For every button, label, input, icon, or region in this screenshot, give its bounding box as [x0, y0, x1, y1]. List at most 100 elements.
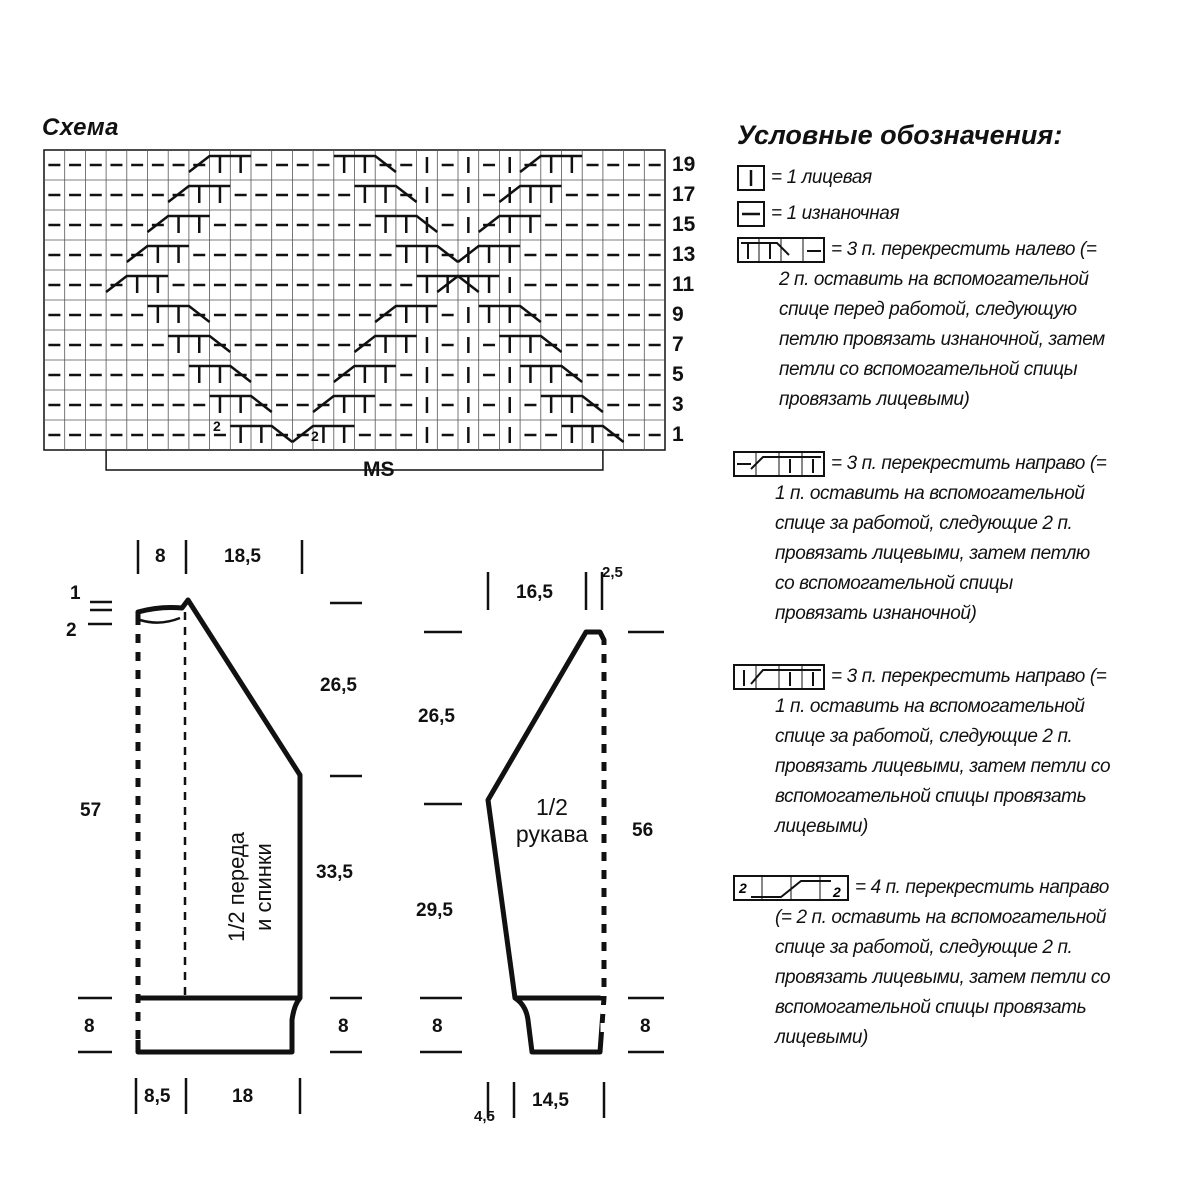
- body-dim-neck-2: 2: [66, 620, 77, 641]
- cable-cross-mark: [105, 274, 169, 293]
- body-dim-band-right: 8: [338, 1016, 349, 1037]
- cross-count-left: 2: [213, 418, 221, 434]
- legend-cross-3-right-knit-line-1: = 3 п. перекрестить направо (=: [831, 666, 1107, 687]
- legend-cross-3-right-knit-line-5: вспомогательной спицы провязать: [775, 786, 1087, 807]
- cross-3-right-purl-icon: [733, 450, 825, 477]
- sleeve-dim-right-height: 56: [632, 820, 654, 841]
- cable-cross-mark: [230, 424, 294, 443]
- cable-cross-mark: [188, 364, 252, 383]
- row-number: 11: [672, 273, 695, 296]
- cable-cross-mark: [477, 214, 541, 233]
- legend-cross-4-right-line-5: вспомогательной спицы провязать: [775, 997, 1087, 1018]
- cable-cross-mark: [146, 214, 210, 233]
- cable-cross-mark: [126, 244, 189, 263]
- sleeve-dim-bottom-small: 4,5: [474, 1108, 495, 1125]
- legend-cross-3-right-purl-line-5: со вспомогательной спицы: [775, 573, 1013, 594]
- legend-knit: = 1 лицевая: [737, 163, 872, 193]
- body-label-line-2: и спинки: [251, 843, 276, 931]
- body-dim-bottom-left: 8,5: [144, 1086, 171, 1107]
- body-dim-bottom-right: 18: [232, 1086, 254, 1107]
- row-number: 13: [672, 243, 696, 266]
- legend-cross-3-left: = 3 п. перекрестить налево (= 2 п. остав…: [737, 235, 1105, 415]
- cable-cross-mark: [333, 364, 396, 383]
- sleeve-dim-lower: 29,5: [416, 900, 453, 921]
- sleeve-dim-top-small: 2,5: [602, 564, 623, 581]
- body-dim-raglan: 26,5: [320, 675, 357, 696]
- sleeve-label-line-1: 1/2: [536, 794, 568, 820]
- legend-cross-3-left-line-5: петли со вспомогательной спицы: [779, 359, 1078, 380]
- legend-cross-3-right-purl-line-6: провязать изнаночной): [775, 603, 977, 624]
- purl-stitch-icon: [737, 200, 765, 227]
- cable-cross-mark: [167, 184, 231, 203]
- cable-cross-mark: [499, 334, 563, 353]
- sleeve-label: 1/2 рукава: [502, 794, 602, 848]
- cable-cross-mark: [520, 364, 583, 383]
- repeat-label: MS: [363, 458, 395, 481]
- row-number: 7: [672, 333, 684, 356]
- cable-cross-mark: [561, 424, 625, 443]
- legend-cross-4-right-line-2: (= 2 п. оставить на вспомогательной: [775, 907, 1107, 928]
- legend-cross-3-right-purl-line-1: = 3 п. перекрестить направо (=: [831, 453, 1107, 474]
- sleeve-dim-band-right: 8: [640, 1016, 651, 1037]
- row-number: 9: [672, 303, 684, 326]
- row-number: 19: [672, 153, 696, 176]
- legend-cross-3-right-knit-line-3: спице за работой, следующие 2 п.: [775, 726, 1073, 747]
- legend-cross-4-right-line-6: лицевыми): [775, 1027, 868, 1048]
- body-dim-side: 33,5: [316, 862, 353, 883]
- sleeve-dim-band-left: 8: [432, 1016, 443, 1037]
- body-dim-top-left: 8: [155, 546, 166, 567]
- cable-cross-mark: [540, 394, 604, 413]
- legend-purl: = 1 изнаночная: [737, 199, 900, 229]
- cross-3-left-icon: [737, 236, 825, 263]
- legend-cross-3-right-purl-line-2: 1 п. оставить на вспомогательной: [775, 483, 1085, 504]
- legend-cross-3-right-purl-line-3: спице за работой, следующие 2 п.: [775, 513, 1073, 534]
- row-number: 5: [672, 363, 684, 386]
- body-neck-curve: [139, 616, 181, 624]
- legend-cross-3-left-line-4: петлю провязать изнаночной, затем: [779, 329, 1105, 350]
- body-dim-neck-1: 1: [70, 583, 81, 604]
- legend-cross-3-right-purl: = 3 п. перекрестить направо (= 1 п. оста…: [733, 449, 1107, 629]
- row-number: 1: [672, 423, 684, 446]
- sleeve-dim-bottom-width: 14,5: [532, 1090, 569, 1111]
- cable-cross-mark: [291, 424, 355, 443]
- body-dim-left-height: 57: [80, 800, 102, 821]
- legend-cross-3-right-knit: = 3 п. перекрестить направо (= 1 п. оста…: [733, 662, 1111, 842]
- legend-knit-text: = 1 лицевая: [771, 167, 872, 188]
- cable-cross-mark: [209, 394, 273, 413]
- row-number: 3: [672, 393, 684, 416]
- legend-cross-3-left-line-1: = 3 п. перекрестить налево (=: [831, 239, 1097, 260]
- cable-cross-mark: [457, 244, 521, 263]
- legend-cross-4-right-line-4: провязать лицевыми, затем петли со: [775, 967, 1111, 988]
- cross-3-right-knit-icon: [733, 663, 825, 690]
- cable-cross-mark: [354, 184, 418, 203]
- cross-count-right: 2: [311, 428, 319, 444]
- legend-cross-3-right-knit-line-6: лицевыми): [775, 816, 868, 837]
- body-label: 1/2 переда и спинки: [223, 777, 277, 997]
- legend-cross-3-left-line-6: провязать лицевыми): [779, 389, 970, 410]
- legend-cross-4-right-line-1: = 4 п. перекрестить направо: [855, 877, 1109, 898]
- sleeve-dim-raglan: 26,5: [418, 706, 455, 727]
- cable-cross-mark: [395, 244, 459, 263]
- repeat-bracket: [105, 450, 604, 471]
- row-number: 15: [672, 213, 696, 236]
- cable-cross-mark: [374, 304, 438, 323]
- legend-cross-3-right-knit-line-2: 1 п. оставить на вспомогательной: [775, 696, 1085, 717]
- legend-cross-3-left-line-3: спице перед работой, следующую: [779, 299, 1077, 320]
- legend-cross-3-right-purl-line-4: провязать лицевыми, затем петлю: [775, 543, 1090, 564]
- cable-cross-mark: [333, 154, 397, 173]
- cable-cross-mark: [353, 334, 417, 353]
- legend-purl-text: = 1 изнаночная: [771, 203, 900, 224]
- svg-text:2: 2: [832, 884, 841, 900]
- knit-stitch-icon: [737, 164, 765, 191]
- cable-cross-mark: [519, 154, 583, 173]
- legend-cross-3-left-line-2: 2 п. оставить на вспомогательной: [779, 269, 1089, 290]
- cable-cross-mark: [436, 274, 500, 293]
- legend-cross-3-right-knit-line-4: провязать лицевыми, затем петли со: [775, 756, 1111, 777]
- sleeve-label-line-2: рукава: [515, 821, 589, 847]
- legend-title: Условные обозначения:: [737, 120, 1063, 150]
- row-number: 17: [672, 183, 696, 206]
